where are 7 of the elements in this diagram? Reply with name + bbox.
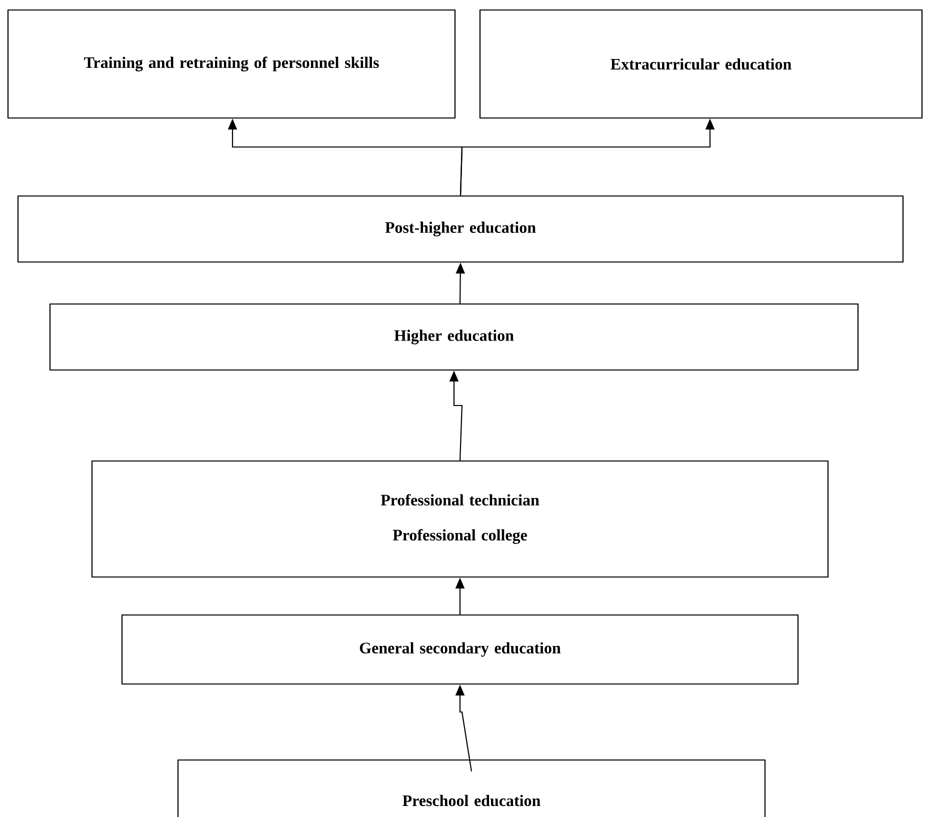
education-box: Training and retraining of personnel skills [7,9,456,119]
education-box: Extracurricular education [479,9,923,119]
education-box: Post-higher education [17,195,904,263]
education-box: Professional technician Professional college [91,460,829,578]
education-box: General secondary education [121,614,799,685]
education-box: Preschool education [177,759,766,817]
education-box: Higher education [49,303,859,371]
